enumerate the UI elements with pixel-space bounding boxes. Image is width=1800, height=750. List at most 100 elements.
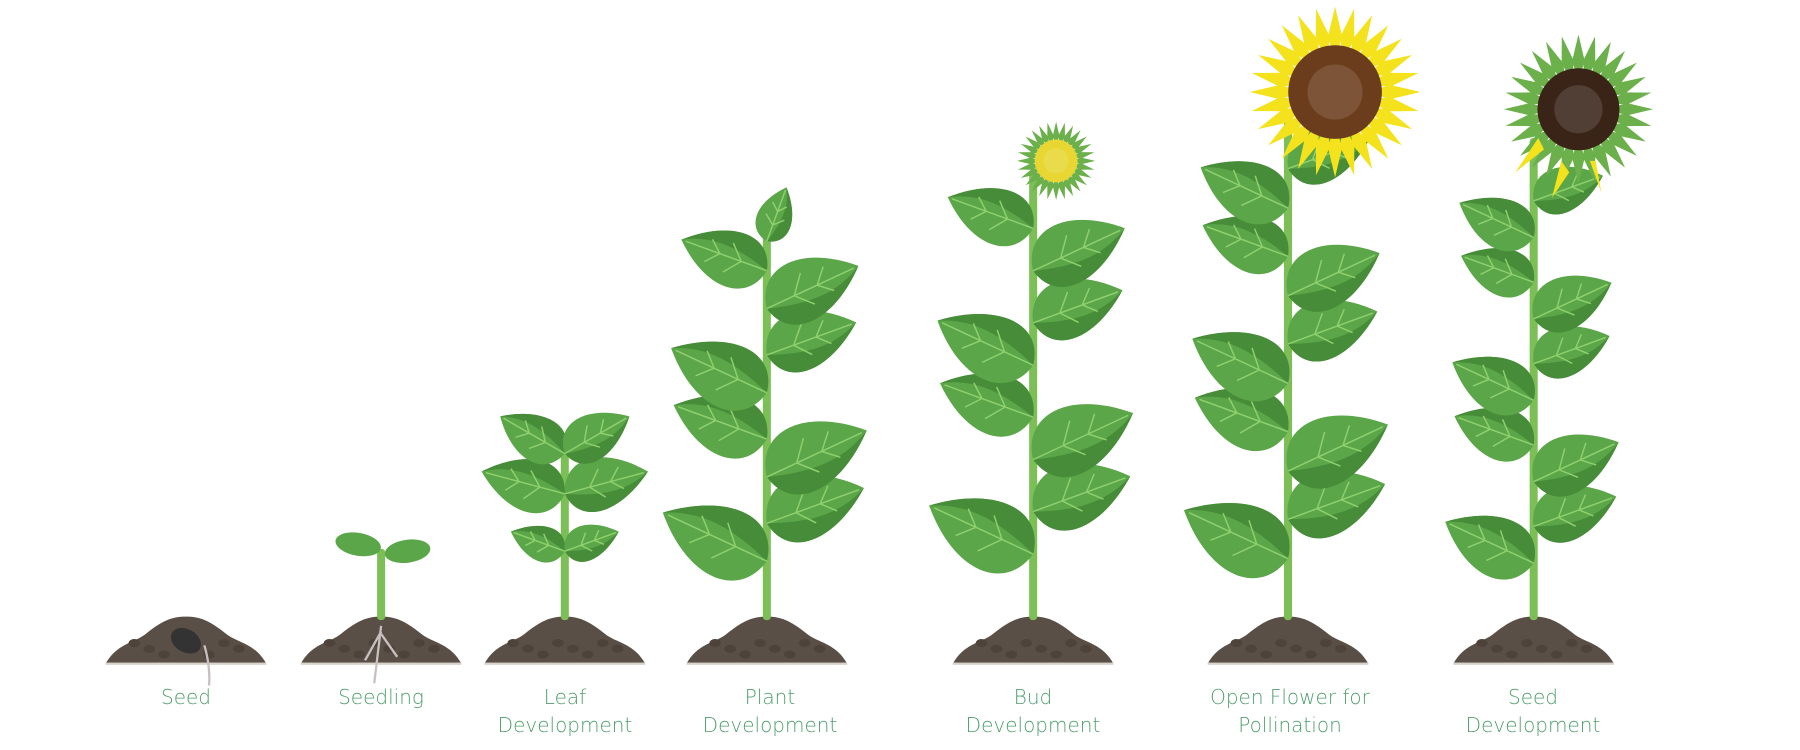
leaf-vein (564, 466, 644, 498)
leaf-vein (951, 196, 1034, 231)
soil-mound (686, 616, 848, 664)
leaf-shade (766, 322, 857, 373)
leaf-vein (485, 468, 565, 500)
leaf-shade (947, 188, 1034, 229)
leaf-shade (1533, 336, 1610, 379)
soil-clump (1305, 650, 1317, 659)
leaf-shade (766, 487, 864, 543)
ground-line (1207, 662, 1369, 665)
ground-line (952, 662, 1114, 665)
flower-disk (1288, 45, 1382, 139)
ground-line (686, 662, 848, 665)
leaf-vein (1287, 425, 1384, 472)
leaf-shade (1288, 253, 1380, 312)
leaf-vein (1464, 255, 1534, 285)
soil-clump (1245, 644, 1258, 653)
leaf-vein (513, 531, 566, 553)
leaf-vein (944, 382, 1034, 420)
leaf-vein (1287, 481, 1381, 520)
leaf-vein (766, 320, 852, 356)
soil-clump (798, 639, 811, 648)
leaf-vein (934, 507, 1034, 555)
leaf-shade (681, 230, 768, 271)
leaf (1202, 216, 1289, 275)
soil-clump (1035, 644, 1047, 653)
flower-disk (1034, 139, 1078, 183)
leaf-vein (766, 485, 860, 524)
flower-disk (1537, 68, 1620, 151)
leaf-vein (1533, 333, 1607, 365)
leaf-vein (1032, 413, 1129, 461)
leaf-vein (564, 530, 617, 552)
soil-clump (1506, 650, 1518, 659)
soil-clump (596, 639, 609, 648)
leaf-vein (1287, 309, 1374, 345)
leaf-shade (564, 471, 648, 512)
soil-clump (709, 639, 721, 648)
leaf (1533, 485, 1617, 543)
soil-clump (143, 644, 155, 653)
stem (1529, 137, 1538, 621)
soil-clump (975, 639, 988, 648)
soil-clump (1580, 644, 1593, 653)
stem (377, 548, 386, 621)
leaf (1032, 463, 1131, 531)
soil-clump (428, 644, 440, 653)
soil-clump (769, 644, 781, 653)
soil-clump (1065, 639, 1077, 648)
leaf-vein (1449, 523, 1534, 564)
leaf-shade (1288, 311, 1378, 362)
leaf-vein (1287, 253, 1376, 297)
stage-label-seedling: Seedling (338, 685, 424, 709)
soil-clump (218, 639, 230, 648)
leaf-shade (1533, 282, 1612, 333)
leaf-vein (1458, 415, 1534, 448)
leaf-shade (500, 413, 567, 454)
disk-center (1554, 85, 1603, 134)
soil-mound (484, 616, 646, 664)
leaf (765, 257, 859, 325)
leaf-shade (929, 498, 1035, 555)
soil-clump (1050, 650, 1062, 659)
leaf (1031, 220, 1125, 287)
leaf-shade (564, 416, 630, 464)
leaf-shade (1192, 332, 1290, 384)
leaf-vein (1032, 473, 1126, 513)
root (364, 625, 399, 684)
soil-clump (1521, 639, 1533, 648)
soil-clump (724, 644, 736, 653)
leaf (1461, 248, 1535, 298)
open-sunflower (1249, 6, 1421, 178)
leaf-vein (503, 417, 566, 455)
leaf-shade (1033, 476, 1131, 531)
leaf-vein (1206, 224, 1289, 259)
leaf-vein (766, 431, 863, 478)
soil-clump (537, 650, 549, 659)
leaf-vein (1199, 397, 1289, 434)
soil-clump (1290, 644, 1302, 653)
leaf-vein (1188, 511, 1289, 560)
soil-clump (990, 644, 1003, 653)
leaf (1032, 278, 1123, 341)
leaf (947, 188, 1034, 247)
leaf-shade (1454, 407, 1535, 446)
leaf (500, 413, 567, 465)
soil-clump (1080, 644, 1092, 653)
leaf-vein (941, 322, 1034, 366)
soil-clump (582, 650, 594, 659)
leaf (1287, 471, 1386, 539)
leaf (1454, 407, 1535, 462)
leaf (681, 230, 768, 289)
leaf (564, 524, 619, 562)
leaf-shade (1533, 175, 1603, 215)
leaf-vein (1204, 168, 1289, 209)
soil-clump (552, 639, 564, 648)
leaf-shade (1033, 290, 1123, 341)
leaf-vein (766, 266, 855, 310)
soil-clump (1260, 650, 1272, 659)
leaf-shade (766, 187, 793, 242)
